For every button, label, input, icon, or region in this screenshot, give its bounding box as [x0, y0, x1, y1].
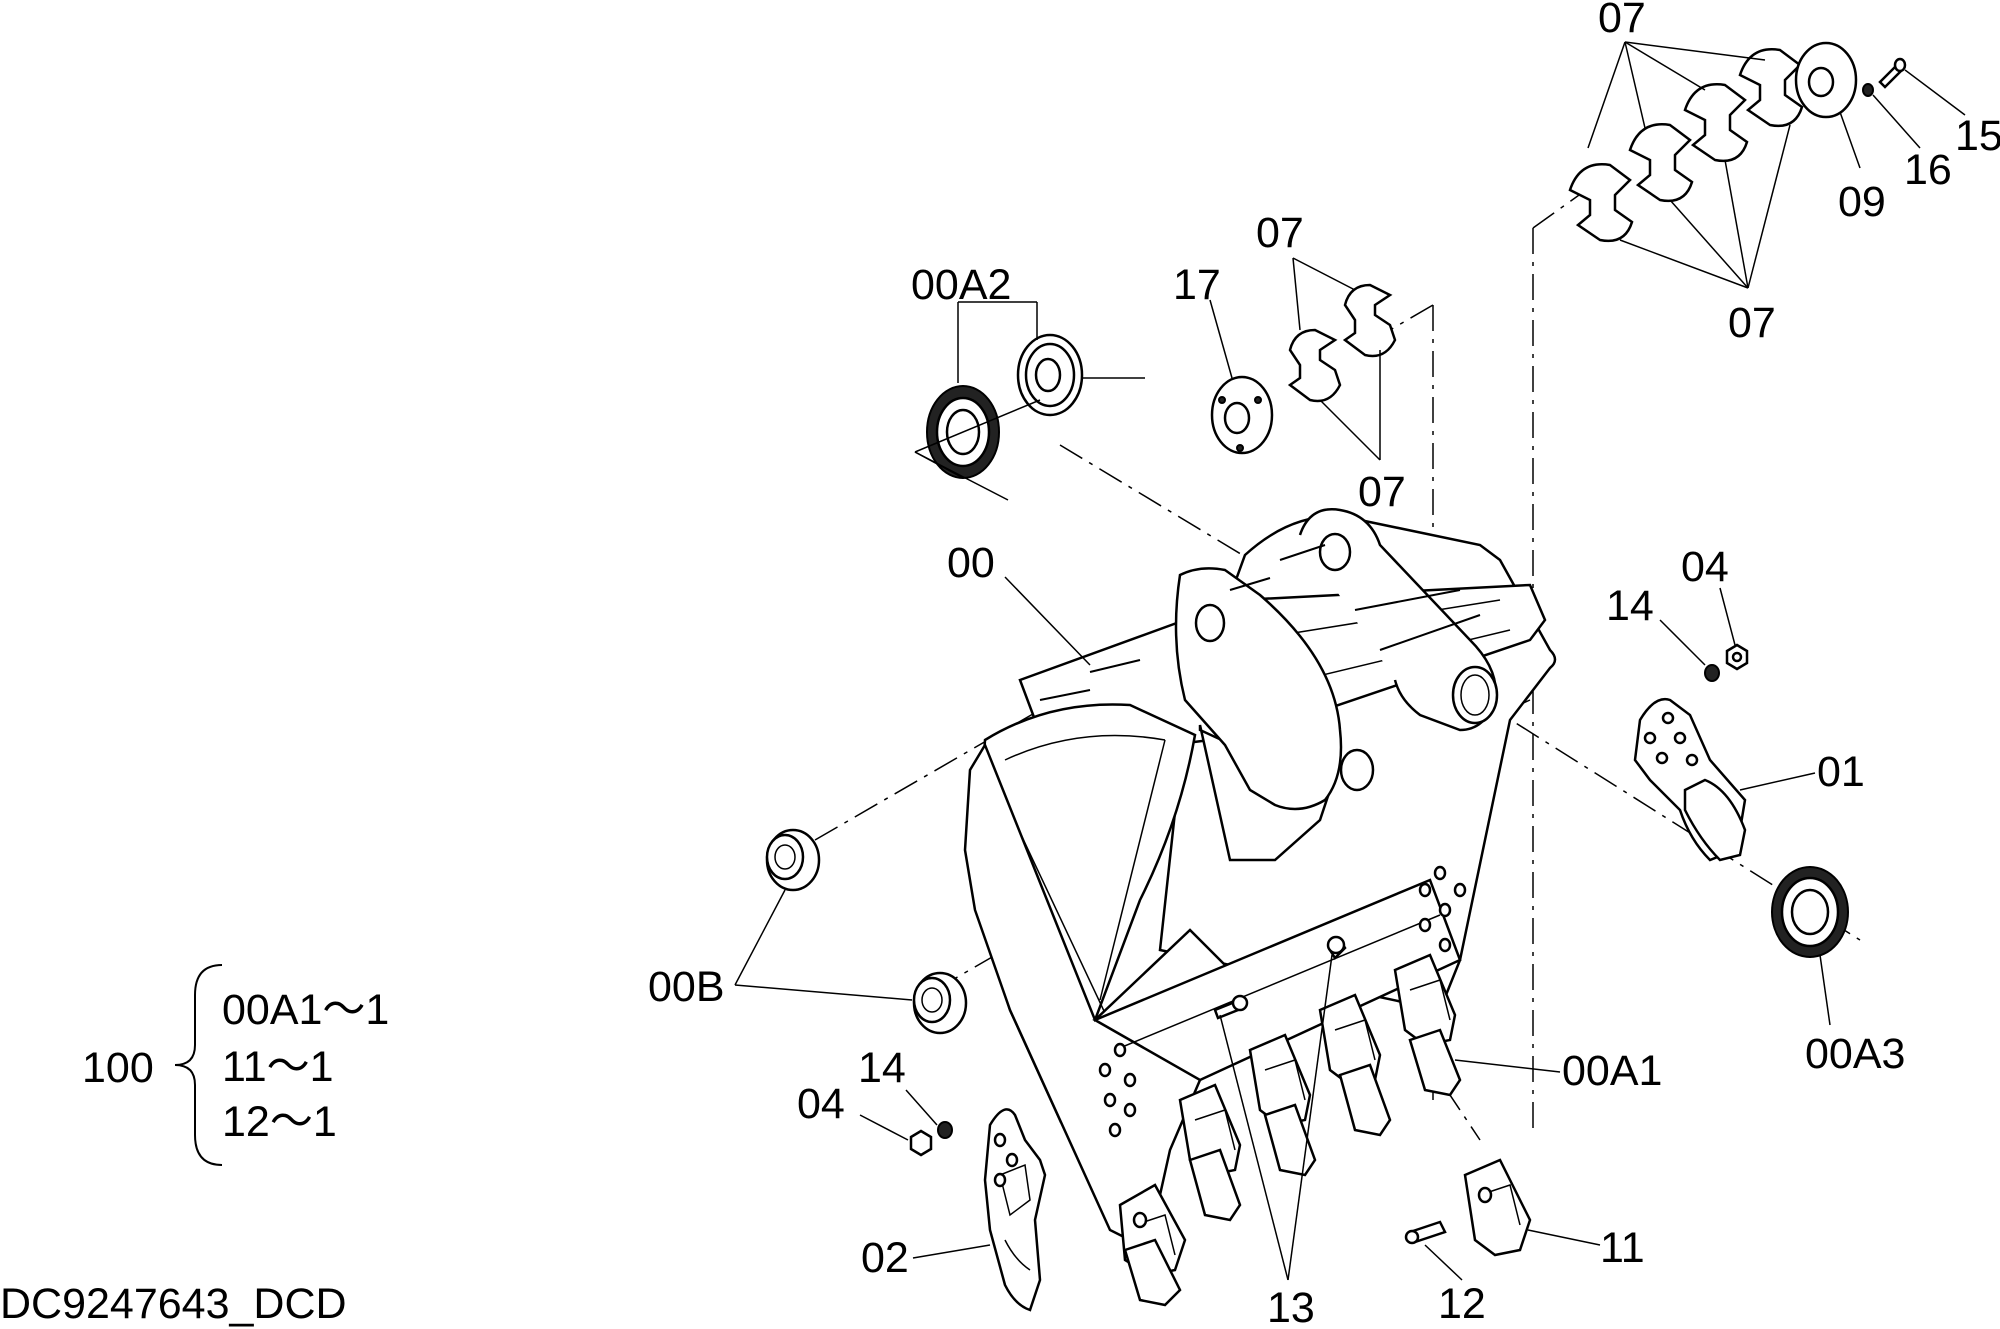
- shims-07-center: [1287, 283, 1397, 403]
- side-cutter-01: [1633, 697, 1747, 862]
- bolt-holes-right: [1418, 865, 1467, 953]
- bushing-00B-upper: [765, 828, 821, 892]
- adapter-3: [1263, 1103, 1317, 1177]
- tooth-3: [1248, 1033, 1312, 1127]
- shims-07-top: [1568, 48, 1804, 243]
- nut-04-right: [1725, 643, 1749, 671]
- seal-00A3: [1771, 866, 1849, 958]
- legend-item: 00A1～1: [222, 986, 389, 1034]
- callout-02: 02: [861, 1234, 909, 1282]
- callout-04-right: 04: [1681, 543, 1729, 591]
- callout-07-center-top: 07: [1256, 209, 1304, 257]
- legend-item: 12～1: [222, 1098, 337, 1146]
- bucket-teeth: [1118, 953, 1462, 1307]
- bolts-13: [1213, 935, 1347, 1020]
- tooth-11: [1463, 1158, 1532, 1257]
- callout-00A1: 00A1: [1562, 1047, 1662, 1095]
- plate-17: [1210, 375, 1274, 455]
- tooth-5: [1393, 953, 1457, 1047]
- callout-12: 12: [1438, 1280, 1486, 1328]
- washer-14-left: [937, 1121, 953, 1139]
- callout-00: 00: [947, 539, 995, 587]
- bucket-body: [963, 508, 1557, 1242]
- callout-09: 09: [1838, 178, 1886, 226]
- nut-04-left: [909, 1129, 933, 1157]
- washer-16: [1862, 83, 1874, 97]
- bolt-15: [1878, 57, 1907, 89]
- document-id: DC9247643_DCD: [0, 1280, 347, 1328]
- callout-16: 16: [1904, 146, 1952, 194]
- adapter-4: [1338, 1063, 1392, 1137]
- callout-00A2: 00A2: [911, 261, 1011, 309]
- callout-11: 11: [1600, 1224, 1645, 1272]
- callout-07-center-bottom: 07: [1358, 468, 1406, 516]
- adapter-1: [1123, 1238, 1182, 1307]
- callout-04-left: 04: [797, 1080, 845, 1128]
- legend-brace: [174, 964, 223, 1166]
- legend-item: 11～1: [222, 1043, 334, 1091]
- leader-lines: [734, 41, 1966, 1281]
- callout-00A3: 00A3: [1805, 1030, 1905, 1078]
- callout-14-left: 14: [858, 1044, 906, 1092]
- callout-07-top: 07: [1598, 0, 1646, 42]
- washer-14-right: [1704, 664, 1720, 682]
- callout-15: 15: [1955, 112, 2000, 160]
- adapter-5: [1408, 1028, 1462, 1097]
- side-cutter-02: [983, 1108, 1047, 1312]
- legend-parent-number: 100: [82, 1044, 154, 1092]
- callout-13: 13: [1267, 1284, 1315, 1329]
- callout-14-right: 14: [1606, 582, 1654, 630]
- callout-07-right: 07: [1728, 299, 1776, 347]
- callout-00B: 00B: [648, 963, 725, 1011]
- bushing-00B-lower: [912, 971, 968, 1035]
- bolt-holes-left: [1098, 1042, 1137, 1138]
- plate-09: [1794, 41, 1858, 119]
- seal-00A2-back: [1016, 333, 1084, 417]
- adapter-2: [1188, 1148, 1242, 1222]
- callout-01: 01: [1817, 748, 1865, 796]
- pin-12: [1404, 1220, 1447, 1245]
- callout-17: 17: [1173, 261, 1221, 309]
